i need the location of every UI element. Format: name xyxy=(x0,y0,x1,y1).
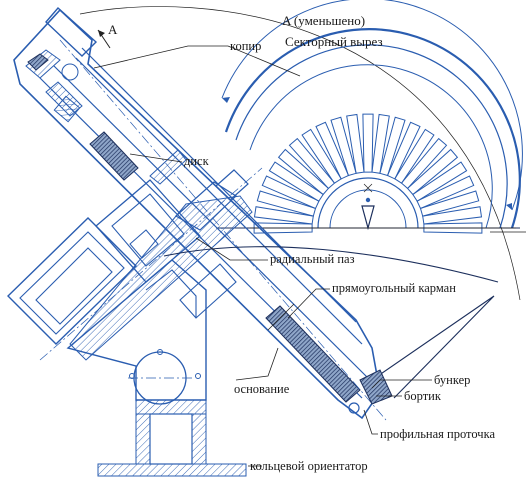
radial-slot xyxy=(422,206,483,225)
kopir-dark-a xyxy=(27,53,49,71)
shaft-axis xyxy=(39,167,263,361)
radial-slot xyxy=(346,113,365,174)
outer-rim xyxy=(224,28,521,229)
radial-slot xyxy=(416,175,475,210)
leader-disk xyxy=(129,153,183,163)
leader-hopper xyxy=(371,379,432,389)
disk-axis xyxy=(59,39,387,421)
radial-slot xyxy=(371,113,390,174)
callout-kopir: копир xyxy=(230,39,261,53)
bolt-1 xyxy=(129,373,135,379)
main-section xyxy=(7,7,499,477)
leader-profile-groove xyxy=(363,409,378,435)
groove-roller xyxy=(348,402,360,414)
radial-slot xyxy=(261,175,320,210)
hub-hatch xyxy=(149,149,187,185)
leader-lines xyxy=(93,45,432,467)
radial-slot xyxy=(419,190,480,217)
leader-rect-pocket xyxy=(287,288,330,319)
hopper-rim-line xyxy=(163,246,499,283)
radial-slots xyxy=(253,113,483,234)
reducer-block xyxy=(95,179,201,283)
leader-kopir xyxy=(93,45,228,69)
motor-core xyxy=(35,247,113,325)
view-title: A (уменьшено) xyxy=(282,13,365,28)
radial-slot xyxy=(315,121,350,180)
view-arrow: A xyxy=(97,22,118,49)
dimension-arrow-left xyxy=(222,97,230,103)
hopper-wall xyxy=(371,295,495,399)
dimension-arrow-right xyxy=(506,203,512,210)
radial-slot xyxy=(256,190,317,217)
radial-slot xyxy=(330,116,357,177)
bolt-3 xyxy=(157,349,163,355)
dimension-arc xyxy=(221,0,523,211)
hub-arc xyxy=(317,177,419,229)
radial-slot xyxy=(362,113,374,173)
callout-rect-pocket: прямоугольный карман xyxy=(332,281,456,295)
sector-cutout-view xyxy=(79,0,526,301)
center-point xyxy=(365,197,371,203)
stand-inner xyxy=(145,269,197,318)
radial-slot xyxy=(423,222,483,234)
base-plate xyxy=(97,463,247,477)
radial-slot xyxy=(268,161,324,202)
radial-slot xyxy=(386,121,421,180)
callout-hopper: бункер xyxy=(434,373,470,387)
radial-slot xyxy=(406,148,459,196)
leader-kopir-2 xyxy=(227,45,301,77)
leader-base xyxy=(235,347,279,381)
radial-slot xyxy=(288,137,336,190)
slot-outer-arc xyxy=(249,64,493,229)
disk-dark-section xyxy=(89,131,139,181)
reducer-gear xyxy=(129,229,159,259)
top-block xyxy=(53,95,81,123)
stand-bracket xyxy=(179,263,237,319)
reducer-inner xyxy=(111,193,185,267)
hub-inner-arc xyxy=(329,189,407,229)
bolt-2 xyxy=(195,373,201,379)
callout-profile-groove: профильная проточка xyxy=(380,427,495,441)
callout-disk: диск xyxy=(184,154,210,168)
pedestal-left xyxy=(135,413,151,465)
cross-mark xyxy=(363,183,373,193)
top-roller xyxy=(61,63,79,81)
radial-slot xyxy=(394,128,435,184)
motor-block xyxy=(7,217,137,345)
callout-rim: бортик xyxy=(404,389,442,403)
view-arrow-label: A xyxy=(108,22,118,37)
motor-inner xyxy=(19,231,125,335)
leader-rect-pocket-2 xyxy=(267,303,295,331)
leader-radial-slot xyxy=(195,237,268,261)
top-cap xyxy=(45,7,98,57)
radial-slot xyxy=(379,116,406,177)
radial-slot xyxy=(277,148,330,196)
radial-slot xyxy=(412,161,468,202)
callout-ring-orienter: кольцевой ориентатор xyxy=(250,459,368,473)
pedestal-cavity xyxy=(149,413,193,465)
shaft-collar xyxy=(174,181,237,231)
pedestal-top xyxy=(135,399,207,415)
pedestal-right xyxy=(191,413,207,465)
center-mark xyxy=(361,205,375,231)
radial-slot xyxy=(253,206,314,225)
pocket-dark-section xyxy=(265,305,361,403)
callout-base: основание xyxy=(234,382,290,396)
callout-radial-slot: радиальный паз xyxy=(270,252,355,266)
radial-slot xyxy=(400,137,448,190)
view-subtitle: Секторный вырез xyxy=(285,34,383,49)
outer-rim-inner xyxy=(235,44,508,229)
view-boundary-arc xyxy=(79,6,521,301)
radial-slot xyxy=(301,128,342,184)
shaft-nut xyxy=(215,169,249,201)
